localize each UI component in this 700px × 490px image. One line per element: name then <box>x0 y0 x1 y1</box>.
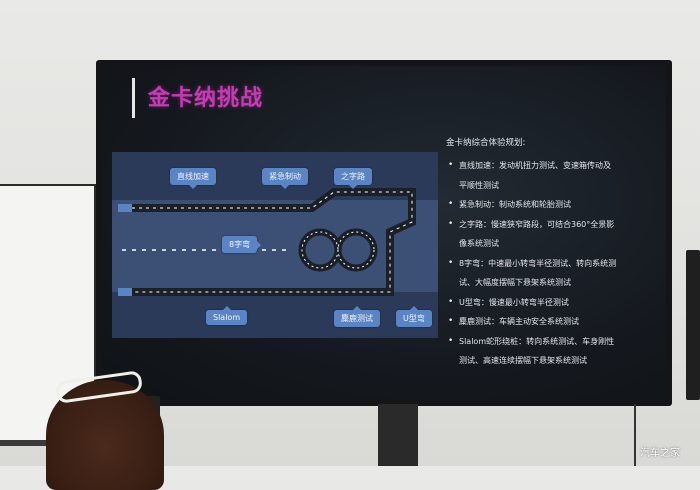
callout-straight: 直线加速 <box>170 168 216 189</box>
slide-title: 金卡纳挑战 <box>148 86 264 111</box>
info-item-zigzag-cont: 像系统测试 <box>459 239 499 248</box>
tv-display: 金卡纳挑战 直线加速 紧急制动 之字路 8字弯 Slalom 麋鹿测试 U型弯 <box>96 60 672 406</box>
start-marker-top <box>118 204 132 212</box>
info-item-straight-cont: 平顺性测试 <box>459 180 499 190</box>
info-panel: 金卡纳综合体验规划: 直线加速：发动机扭力测试、变速箱传动及 平顺性测试 紧急制… <box>446 136 666 371</box>
course-map-drawing <box>112 188 438 296</box>
watermark: 汽车之家 <box>640 448 680 459</box>
tv-stand-pole <box>378 404 418 466</box>
info-heading: 金卡纳综合体验规划: <box>446 138 526 148</box>
start-marker-bottom <box>118 288 132 296</box>
gymkhana-course-map: 直线加速 紧急制动 之字路 8字弯 Slalom 麋鹿测试 U型弯 <box>112 152 438 338</box>
wall-bracket <box>686 250 700 400</box>
info-item-straight: 直线加速：发动机扭力测试、变速箱传动及 <box>446 156 666 176</box>
info-item-figure8-cont: 试、大幅度摆幅下悬架系统测试 <box>459 278 571 287</box>
info-list: 直线加速：发动机扭力测试、变速箱传动及 平顺性测试 紧急制动：制动系统和轮胎测试… <box>446 156 666 371</box>
presentation-slide: 金卡纳挑战 直线加速 紧急制动 之字路 8字弯 Slalom 麋鹿测试 U型弯 <box>102 66 666 400</box>
track-centerline <box>132 191 413 293</box>
figure8-right-line <box>337 231 375 269</box>
callout-brake: 紧急制动 <box>262 168 308 189</box>
info-item-moose: 麋鹿测试：车辆主动安全系统测试 <box>446 312 666 332</box>
callout-figure8: 8字弯 <box>222 236 262 253</box>
info-item-brake: 紧急制动：制动系统和轮胎测试 <box>446 195 666 215</box>
callout-slalom: Slalom <box>206 306 248 325</box>
info-item-zigzag: 之字路：慢速狭窄路段，可结合360°全景影 <box>446 215 666 235</box>
title-accent-bar <box>132 78 135 118</box>
power-cable <box>634 404 636 466</box>
info-item-slalom-cont: 测试、高速连续摆幅下悬架系统测试 <box>459 356 587 365</box>
callout-zigzag: 之字路 <box>334 168 372 189</box>
info-item-slalom: Slalom蛇形绕桩：转向系统测试、车身刚性 <box>446 332 666 352</box>
callout-uturn: U型弯 <box>396 306 432 327</box>
whiteboard-tray <box>0 440 90 446</box>
track-band <box>112 200 438 292</box>
callout-moose: 麋鹿测试 <box>334 306 380 327</box>
info-item-figure8: 8字弯：中速最小转弯半径测试、转向系统测 <box>446 254 666 274</box>
info-item-uturn: U型弯：慢速最小转弯半径测试 <box>446 293 666 313</box>
